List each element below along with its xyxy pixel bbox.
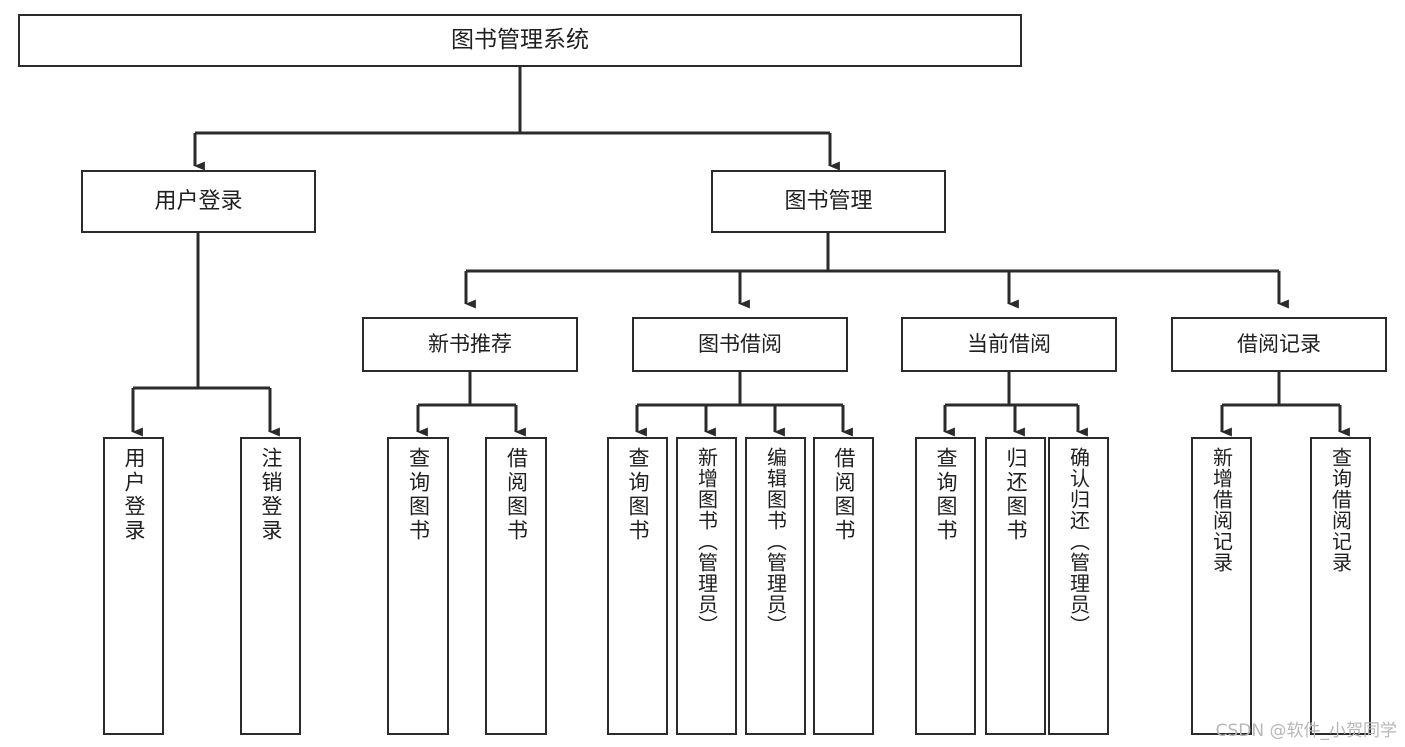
node-root[interactable]: 图书管理系统 — [18, 14, 1022, 67]
node-leaf-return-book-label: 归还图书 — [1004, 447, 1028, 543]
node-leaf-logout-login[interactable]: 注销登录 — [240, 437, 301, 735]
node-leaf-borrow-book-1-label: 借阅图书 — [504, 447, 529, 543]
node-leaf-borrow-book-2-label: 借阅图书 — [832, 447, 856, 543]
node-leaf-query-book-2-label: 查询图书 — [626, 447, 650, 543]
node-leaf-confirm-return-label: 确认归还（管理员） — [1066, 447, 1091, 636]
node-leaf-return-book[interactable]: 归还图书 — [985, 437, 1046, 735]
node-leaf-add-book[interactable]: 新增图书（管理员） — [676, 437, 737, 735]
node-book-manage-label: 图书管理 — [784, 188, 873, 214]
node-leaf-query-book-1[interactable]: 查询图书 — [387, 437, 449, 735]
node-borrow-record[interactable]: 借阅记录 — [1171, 317, 1387, 372]
node-leaf-add-record-label: 新增借阅记录 — [1209, 447, 1234, 573]
node-leaf-edit-book-label: 编辑图书（管理员） — [763, 447, 788, 636]
node-leaf-query-book-3-label: 查询图书 — [934, 447, 958, 543]
node-user-login-label: 用户登录 — [154, 188, 243, 214]
node-current-borrow-label: 当前借阅 — [967, 332, 1051, 357]
node-leaf-query-book-1-label: 查询图书 — [406, 447, 431, 543]
node-leaf-add-book-label: 新增图书（管理员） — [694, 447, 719, 636]
node-leaf-user-login-label: 用户登录 — [122, 447, 146, 543]
node-book-manage[interactable]: 图书管理 — [711, 170, 946, 233]
node-borrow-record-label: 借阅记录 — [1237, 332, 1321, 357]
node-book-borrow-label: 图书借阅 — [698, 332, 782, 357]
node-leaf-query-book-2[interactable]: 查询图书 — [607, 437, 668, 735]
node-leaf-edit-book[interactable]: 编辑图书（管理员） — [745, 437, 806, 735]
node-leaf-confirm-return[interactable]: 确认归还（管理员） — [1048, 437, 1109, 735]
node-leaf-query-book-3[interactable]: 查询图书 — [915, 437, 976, 735]
node-new-book-recommend[interactable]: 新书推荐 — [362, 317, 578, 372]
node-root-label: 图书管理系统 — [451, 26, 589, 53]
node-leaf-query-record-label: 查询借阅记录 — [1328, 447, 1353, 573]
node-new-book-recommend-label: 新书推荐 — [428, 332, 512, 357]
node-leaf-borrow-book-2[interactable]: 借阅图书 — [813, 437, 874, 735]
node-leaf-add-record[interactable]: 新增借阅记录 — [1191, 437, 1252, 735]
node-leaf-query-record[interactable]: 查询借阅记录 — [1310, 437, 1371, 735]
node-leaf-borrow-book-1[interactable]: 借阅图书 — [485, 437, 547, 735]
node-book-borrow[interactable]: 图书借阅 — [632, 317, 848, 372]
node-current-borrow[interactable]: 当前借阅 — [901, 317, 1117, 372]
node-leaf-logout-login-label: 注销登录 — [259, 447, 283, 543]
node-user-login[interactable]: 用户登录 — [81, 170, 316, 233]
watermark: CSDN @软件_小贺同学 — [1215, 721, 1397, 741]
node-leaf-user-login[interactable]: 用户登录 — [103, 437, 164, 735]
